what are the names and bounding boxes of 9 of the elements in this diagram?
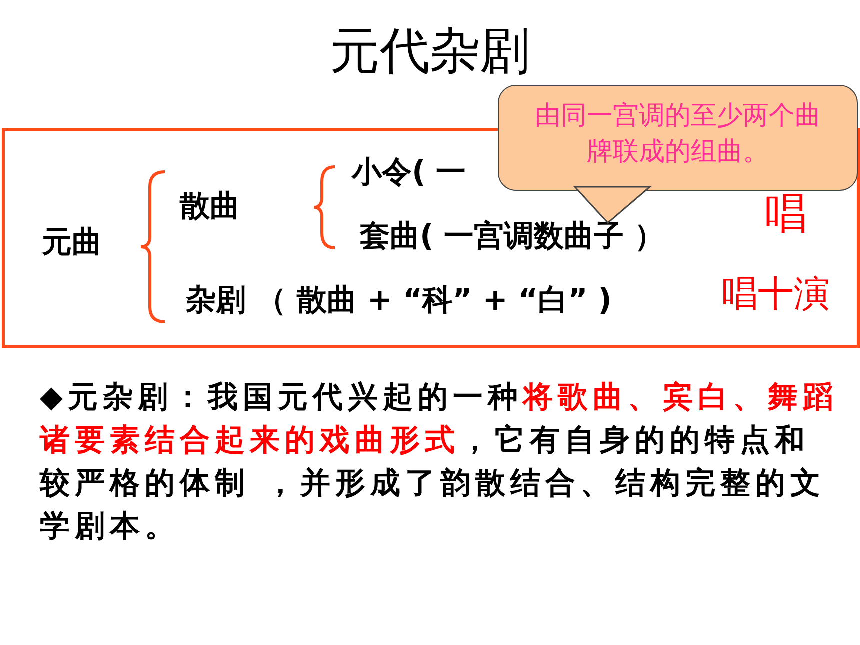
term-text: 散曲 (180, 186, 240, 227)
term-text: 杂剧 （ 散曲 + “科” + “白” ) (186, 280, 612, 321)
note-text: 唱十演 (722, 270, 830, 319)
slide-title: 元代杂剧 (329, 21, 531, 82)
callout-tail (573, 186, 652, 224)
description-paragraph: ◆元杂剧：我国元代兴起的一种将歌曲、宾白、舞蹈诸要素结合起来的戏曲形式，它有自身的的特点和较严格的体制 ，并形成了韵散结合、结构完整的文学剧本。 (40, 379, 840, 546)
term-text: 小令( 一 (352, 152, 466, 193)
term-text: 元曲 (42, 222, 102, 263)
term-text: 套曲( 一宫调数曲子 ） (360, 216, 665, 257)
